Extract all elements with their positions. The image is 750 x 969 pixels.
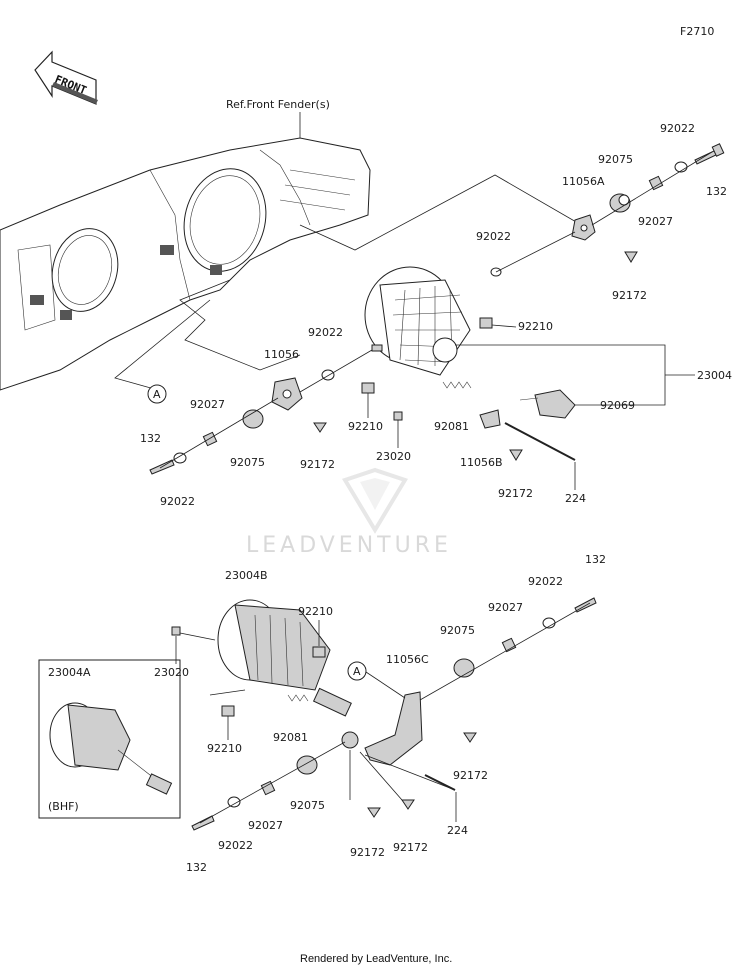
grommet-92075-lower-bottom	[296, 755, 318, 775]
footer-credit: Rendered by LeadVenture, Inc.	[300, 953, 452, 965]
screw-92172-upper	[624, 251, 638, 263]
label-92081: 92081	[434, 420, 469, 433]
washer-92022-lower-bottom	[227, 796, 241, 808]
bracket-11056b	[479, 409, 501, 429]
label-92022-left: 92022	[308, 326, 343, 339]
collar-92027-lower-bottom	[260, 780, 276, 796]
screw-92172-mid	[509, 449, 523, 461]
label-92069: 92069	[600, 399, 635, 412]
bolt-132-upper	[694, 143, 725, 165]
watermark-logo	[342, 467, 408, 534]
bracket-11056c	[341, 691, 423, 766]
svg-text:A: A	[353, 665, 361, 678]
label-11056c: 11056C	[386, 653, 429, 666]
label-92027-lower-top: 92027	[488, 601, 523, 614]
spring-92081-lower	[287, 694, 309, 702]
label-92022-top: 92022	[660, 122, 695, 135]
headlight-housing-lower	[217, 599, 352, 717]
label-23020-lower: 23020	[154, 666, 189, 679]
watermark-text: LEADVENTURE	[246, 533, 452, 558]
label-224-lower: 224	[447, 824, 468, 837]
nut-23020-lower	[171, 626, 181, 636]
inset-box-23004a: 23004A (BHF)	[38, 659, 181, 819]
label-92022-lower-top: 92022	[528, 575, 563, 588]
label-92022-bottom-left: 92022	[160, 495, 195, 508]
clip-92210-upper	[479, 317, 493, 329]
label-132-lower-top: 132	[585, 553, 606, 566]
label-92172-top: 92172	[612, 289, 647, 302]
screw-224-upper	[504, 422, 576, 461]
bolt-132-lower-bottom	[191, 815, 215, 831]
label-92075-lower-bottom: 92075	[290, 799, 325, 812]
front-fender-assembly	[0, 137, 371, 391]
clip-92210-lower-bottom	[221, 705, 235, 717]
screw-92172-lower-b	[401, 799, 415, 810]
label-92172-left: 92172	[300, 458, 335, 471]
label-92210-lower-top: 92210	[298, 605, 333, 618]
label-92172-lower-b: 92172	[393, 841, 428, 854]
label-132-lower-bottom: 132	[186, 861, 207, 874]
label-92172-lower-right: 92172	[453, 769, 488, 782]
label-92075-top: 92075	[598, 153, 633, 166]
screw-92172-left	[313, 422, 327, 433]
label-11056a: 11056A	[562, 175, 605, 188]
screw-92172-lower-a	[367, 807, 381, 818]
label-92027-top: 92027	[638, 215, 673, 228]
label-92075-lower-top: 92075	[440, 624, 475, 637]
grommet-92075-upper	[609, 193, 631, 213]
clip-92210-lower-top	[312, 646, 326, 658]
bracket-11056	[271, 377, 303, 411]
label-92022-lower-bottom: 92022	[218, 839, 253, 852]
label-23004: 23004	[697, 369, 732, 382]
collar-92027-lower-top	[501, 637, 517, 653]
label-23004b: 23004B	[225, 569, 268, 582]
figure-code: F2710	[680, 25, 714, 38]
label-11056: 11056	[264, 348, 299, 361]
label-92210-left: 92210	[348, 420, 383, 433]
label-92081-lower: 92081	[273, 731, 308, 744]
bulb-92069	[519, 389, 576, 419]
screw-224-lower	[424, 774, 456, 791]
headlight-housing-upper	[364, 266, 471, 376]
svg-text:A: A	[153, 388, 161, 401]
label-92210-lower-bottom: 92210	[207, 742, 242, 755]
label-92172-mid: 92172	[498, 487, 533, 500]
nut-23020-upper	[393, 411, 403, 421]
label-224-upper: 224	[565, 492, 586, 505]
bracket-11056a	[571, 214, 596, 241]
spring-92081-upper	[442, 381, 472, 389]
ref-circle-a-lower	[347, 661, 367, 681]
label-92075-left: 92075	[230, 456, 265, 469]
inset-sublabel: (BHF)	[48, 800, 79, 813]
collar-92027-upper	[648, 175, 664, 191]
label-11056b: 11056B	[460, 456, 503, 469]
label-92027-lower-bottom: 92027	[248, 819, 283, 832]
label-92172-lower-a: 92172	[350, 846, 385, 859]
collar-92027-left	[202, 431, 218, 447]
grommet-92075-lower-top	[453, 658, 475, 678]
screw-92172-lower-right	[463, 732, 477, 743]
ref-front-fender-label: Ref.Front Fender(s)	[226, 98, 330, 111]
label-92027-left: 92027	[190, 398, 225, 411]
clip-92210-upper-left	[361, 382, 375, 394]
label-92022-mid: 92022	[476, 230, 511, 243]
front-arrow-icon: FRONT	[34, 50, 98, 105]
ref-circle-a-upper	[147, 384, 167, 404]
label-92210-top: 92210	[518, 320, 553, 333]
label-132-left: 132	[140, 432, 161, 445]
inset-label: 23004A	[48, 666, 91, 679]
label-23020: 23020	[376, 450, 411, 463]
label-132-top: 132	[706, 185, 727, 198]
washer-92022-bottom-left	[173, 452, 187, 464]
